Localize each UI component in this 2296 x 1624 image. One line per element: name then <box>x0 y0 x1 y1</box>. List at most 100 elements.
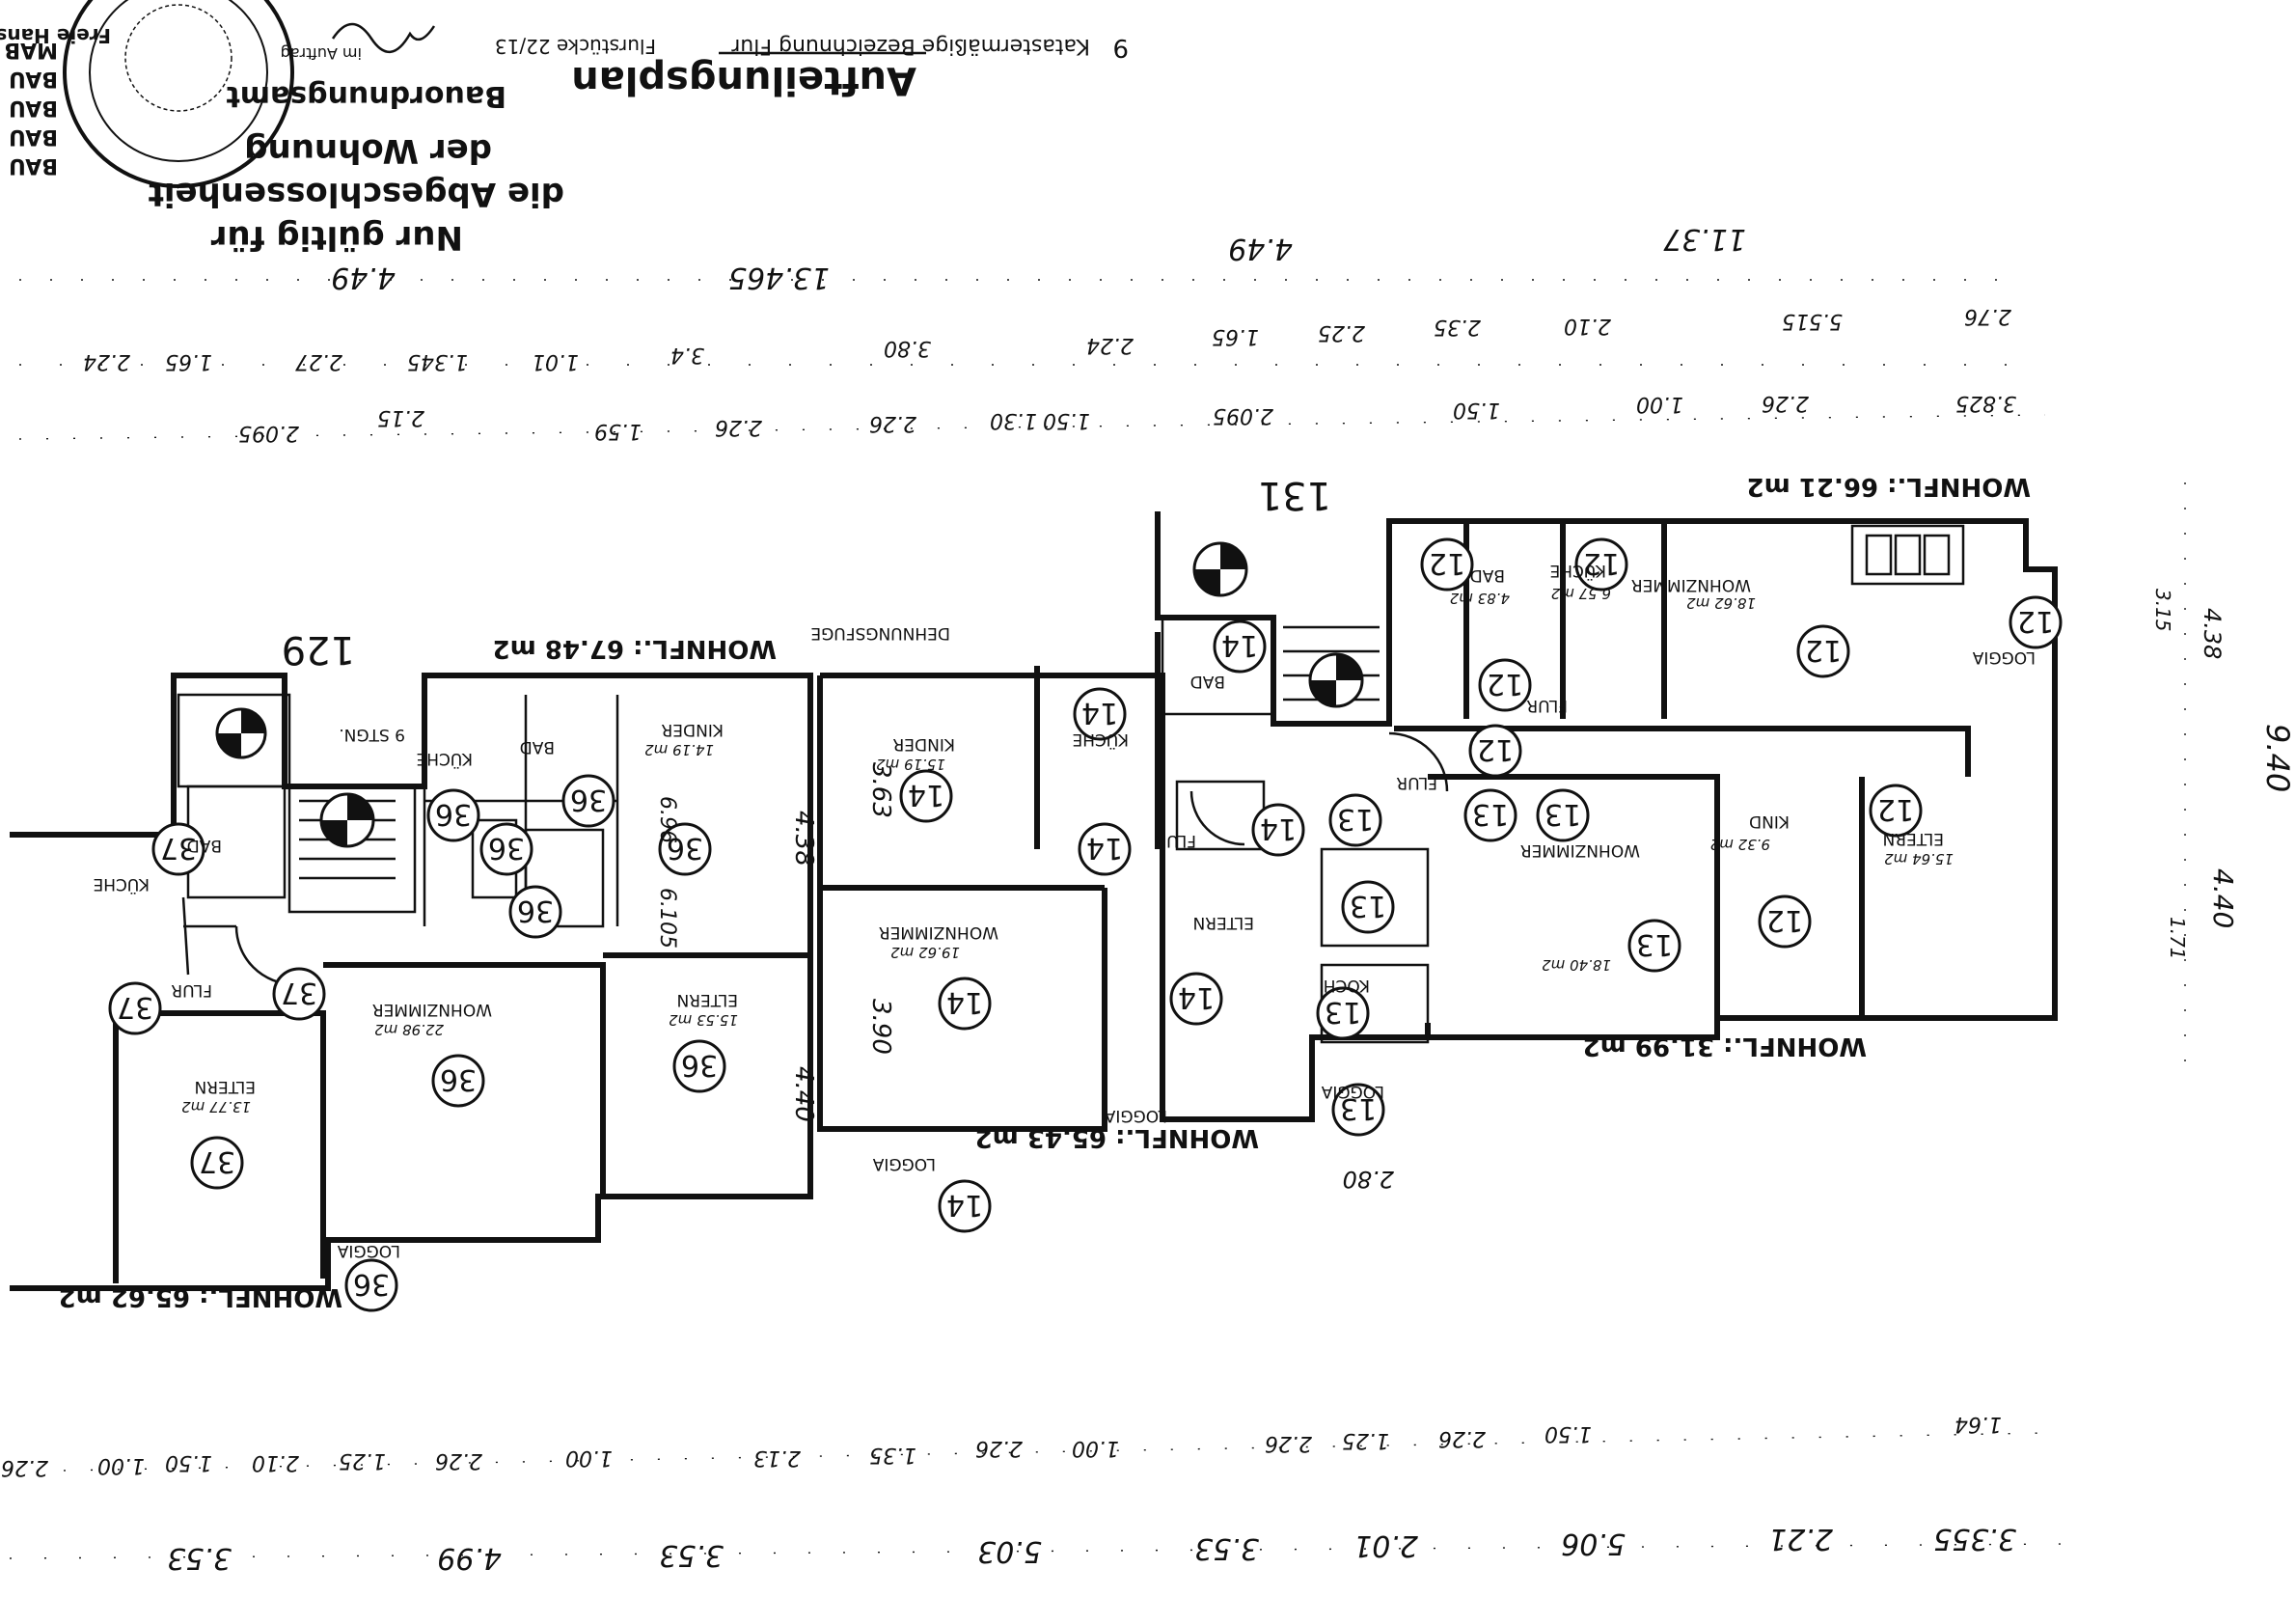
unit-marker-label: 12 <box>1487 667 1523 701</box>
unit-marker-circle <box>1869 784 1923 838</box>
unit-marker-label: 13 <box>1337 802 1374 836</box>
unit-marker-circle <box>190 1136 244 1190</box>
unit-marker-label: 13 <box>1325 995 1361 1029</box>
unit-marker-label: 12 <box>1583 546 1620 580</box>
dim-label: 2.01 <box>1353 1528 1418 1562</box>
room-area: 18.62 m2 <box>1686 594 1756 612</box>
building-number: 129 <box>282 627 355 672</box>
room-label: KÜCHE <box>1549 561 1606 582</box>
plan-title: Aufteilungsplan <box>571 58 916 102</box>
unit-marker-circle <box>1468 724 1522 778</box>
dim-label: 1.50 <box>1544 1421 1592 1445</box>
dim-label: 1.25 <box>1342 1428 1389 1452</box>
unit-marker-label: 37 <box>281 976 317 1009</box>
dim-label: 3.53 <box>167 1541 232 1575</box>
room-label: 9 STGN. <box>339 725 405 744</box>
dim-label: 1.25 <box>339 1448 386 1473</box>
unit-marker-label: 13 <box>1340 1091 1377 1125</box>
unit-marker-36: 36 <box>431 1054 485 1108</box>
dim-label: 2.25 <box>1318 320 1365 344</box>
room-area: 19.62 m2 <box>890 944 960 961</box>
unit-marker-label: 36 <box>517 894 554 927</box>
dim-label: 2.21 <box>1768 1522 1833 1555</box>
room-label: WOHNZIMMER <box>372 1000 492 1019</box>
unit-marker-label: 13 <box>1350 889 1386 922</box>
side-label: BAU <box>9 96 58 120</box>
plan-subtitle: Katastermäßige Bezeichnung Flur <box>730 34 1090 58</box>
side-label: MAB <box>4 38 58 62</box>
unit-marker-circle <box>672 1039 726 1093</box>
approval-stamp: Freie Hansestadt Bremen <box>0 0 294 188</box>
dim-label: 4.40 <box>2207 868 2239 928</box>
unit-marker-37: 37 <box>272 967 326 1021</box>
side-label: BAU <box>9 67 58 91</box>
room-label: LOGGIA <box>872 1154 936 1173</box>
room-label: KIND <box>1749 812 1790 831</box>
bottom-dimension-chains: 2.26 1.00 1.50 2.10 1.25 2.26 1.00 2.13 … <box>1 1412 2065 1575</box>
dim-label: 1.71 <box>2166 917 2189 960</box>
unit-marker-circle <box>426 788 480 842</box>
unit-marker-label: 14 <box>1081 696 1118 729</box>
dim-label: 2.24 <box>83 349 130 373</box>
unit-marker-circle <box>899 769 953 823</box>
area-label-12: WOHNFL.: 66.21 m2 <box>1747 472 2031 501</box>
room-area: 18.40 m2 <box>1542 956 1611 974</box>
valid-line-2: die Abgeschlossenheit <box>149 175 564 213</box>
room-label: WOHNZIMMER <box>1520 840 1640 860</box>
unit-marker-circle <box>1536 788 1590 842</box>
unit-marker-label: 12 <box>1805 633 1842 667</box>
unit-marker-circle <box>1758 895 1812 949</box>
dim-label: 1.65 <box>1212 324 1259 348</box>
room-label: LOGGIA <box>337 1241 400 1260</box>
dim-label: 6.105 <box>655 888 679 949</box>
unit-marker-label: 14 <box>1086 831 1123 865</box>
room-label: FLUR <box>1155 831 1196 850</box>
stamp-ring-text: Freie Hansestadt Bremen <box>0 24 111 47</box>
unit-marker-12: 12 <box>1468 724 1522 778</box>
room-label: BAD <box>1190 672 1225 691</box>
unit-marker-circle <box>1627 919 1681 973</box>
dim-label: 5.06 <box>1561 1527 1626 1560</box>
dim-label: 2.095 <box>1213 403 1273 427</box>
dim-label: 3.80 <box>884 336 931 360</box>
dim-label: 2.13 <box>753 1445 801 1470</box>
dim-label: 13.465 <box>728 261 830 294</box>
room-label: ELTERN <box>1882 829 1944 848</box>
unit-marker-13: 13 <box>1463 788 1517 842</box>
unit-marker-circle <box>1796 624 1850 678</box>
dim-label: 3.355 <box>1933 1522 2016 1555</box>
dim-label: 2.26 <box>869 411 916 435</box>
area-label-37: WOHNFL.: 65.62 m2 <box>59 1282 342 1311</box>
dim-label: 2.24 <box>1086 333 1134 357</box>
unit-marker-12: 12 <box>1869 784 1923 838</box>
dim-label: 1.65 <box>165 349 212 373</box>
unit-marker-12: 12 <box>1420 537 1474 592</box>
right-dimension-chain: 9.40 4.38 4.40 3.15 1.71 <box>2151 482 2296 1061</box>
unit-marker-label: 13 <box>1472 797 1509 831</box>
dim-label: 5.03 <box>977 1534 1042 1568</box>
dim-label: 3.4 <box>670 343 704 367</box>
unit-marker-circle <box>272 967 326 1021</box>
validity-note: Nur gültig für die Abgeschlossenheit der… <box>149 22 564 257</box>
building-number: 131 <box>1258 473 1331 517</box>
side-label: BAU <box>9 153 58 178</box>
office-name: Bauordnungsamt <box>226 79 506 113</box>
room-area-values: 18.62 m2 15.64 m2 13.77 m2 19.62 m2 14.1… <box>181 585 1954 1115</box>
unit-marker-circle <box>344 1258 398 1312</box>
unit-marker-circle <box>1463 788 1517 842</box>
room-label: KINDER <box>661 720 724 739</box>
room-labels: WOHNZIMMER ELTERN ELTERN KINDER KÜCHE BA… <box>93 561 2036 1260</box>
unit-marker-13: 13 <box>1331 1083 1385 1137</box>
dim-label: 1.64 <box>1954 1412 2002 1436</box>
stair-vent-icon <box>319 792 375 848</box>
room-label: FLUR <box>1396 773 1437 792</box>
unit-marker-label: 12 <box>1877 792 1914 826</box>
dim-label: 2.26 <box>1762 391 1809 415</box>
unit-marker-14: 14 <box>1251 803 1305 857</box>
unit-marker-circle <box>508 885 562 939</box>
unit-marker-36: 36 <box>672 1039 726 1093</box>
plan-header: Aufteilungsplan Katastermäßige Bezeichnu… <box>495 33 1129 102</box>
room-area: 22.98 m2 <box>374 1021 444 1038</box>
unit-marker-circle <box>1316 986 1370 1040</box>
